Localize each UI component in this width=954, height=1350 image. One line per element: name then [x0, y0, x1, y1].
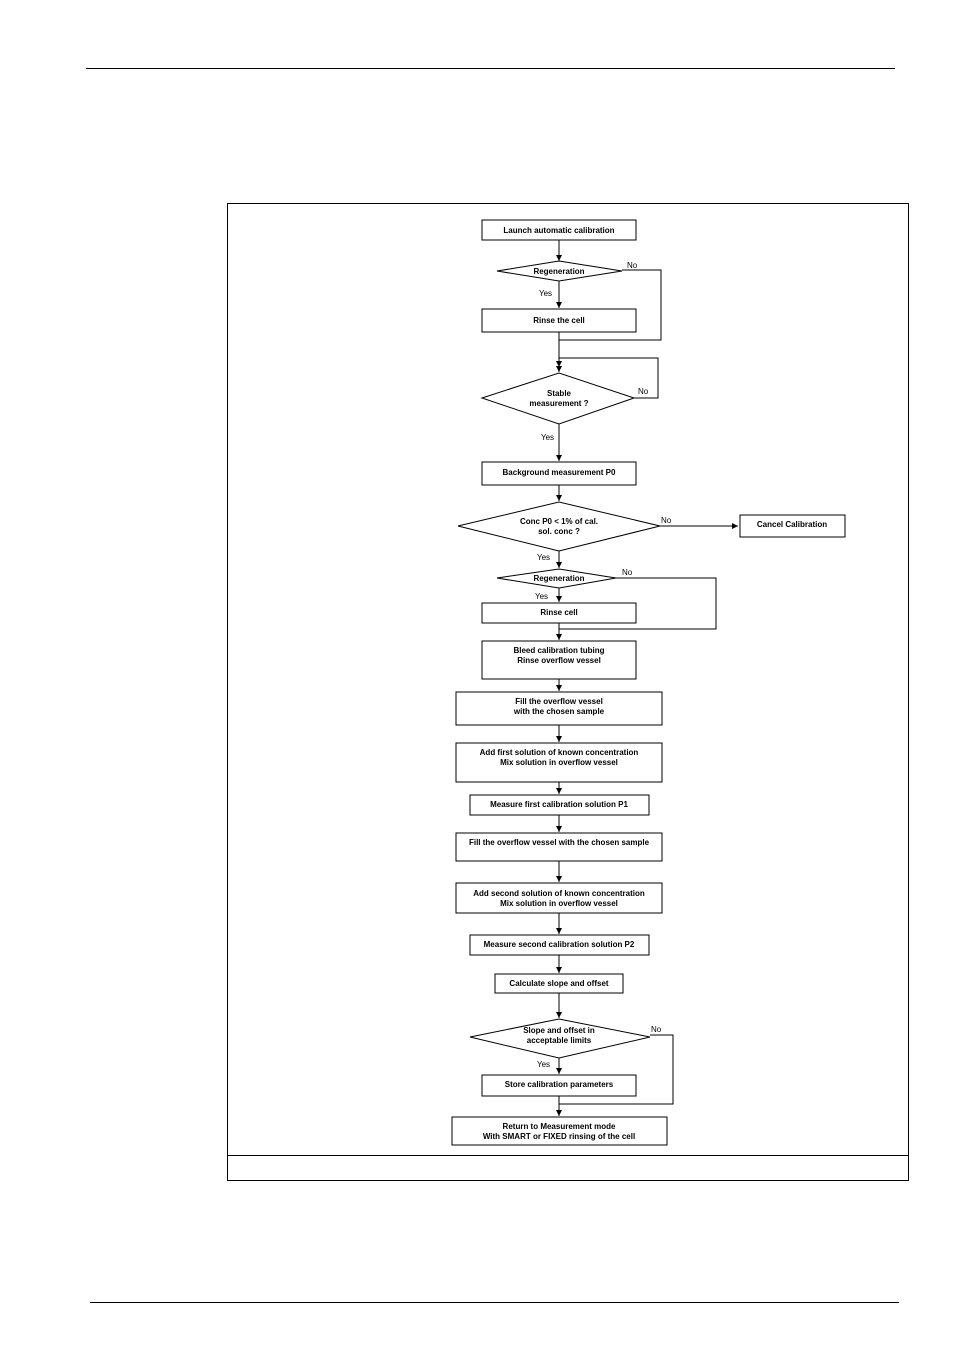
- header-rule: [86, 68, 895, 69]
- decision-regeneration-2-label: Regeneration: [533, 574, 584, 583]
- decision-stable: Stable measurement ?: [480, 372, 636, 425]
- no-label: No: [638, 387, 649, 396]
- node-rinse-the-cell: Rinse the cell: [481, 308, 637, 333]
- decision-regeneration-2: Regeneration: [496, 568, 617, 589]
- footer-rule: [90, 1302, 899, 1303]
- node-add-2-label-2: Mix solution in overflow vessel: [500, 899, 618, 908]
- node-fill-2: Fill the overflow vessel with the chosen…: [455, 832, 663, 862]
- node-bleed: Bleed calibration tubing Rinse overflow …: [481, 640, 637, 680]
- yes-label: Yes: [537, 553, 550, 562]
- figure-frame: [227, 203, 909, 1181]
- decision-stable-label-1: Stable: [547, 389, 572, 398]
- no-label: No: [661, 516, 672, 525]
- node-launch-label: Launch automatic calibration: [503, 226, 614, 235]
- node-return-label-1: Return to Measurement mode: [503, 1122, 616, 1131]
- node-fill-1-label-1: Fill the overflow vessel: [515, 697, 603, 706]
- node-rinse-cell: Rinse cell: [481, 602, 637, 624]
- node-add-1-label-1: Add first solution of known concentratio…: [480, 748, 639, 757]
- node-add-1-label-2: Mix solution in overflow vessel: [500, 758, 618, 767]
- node-fill-1: Fill the overflow vessel with the chosen…: [455, 691, 663, 726]
- decision-conc-label-2: sol. conc ?: [538, 527, 580, 536]
- node-cancel: Cancel Calibration: [739, 514, 846, 538]
- yes-label: Yes: [541, 433, 554, 442]
- node-bleed-label-2: Rinse overflow vessel: [517, 656, 601, 665]
- node-cancel-label: Cancel Calibration: [757, 520, 827, 529]
- yes-label: Yes: [539, 289, 552, 298]
- node-return: Return to Measurement mode With SMART or…: [451, 1116, 668, 1146]
- node-calculate-label: Calculate slope and offset: [509, 979, 608, 988]
- node-return-label-2: With SMART or FIXED rinsing of the cell: [483, 1132, 635, 1141]
- node-background: Background measurement P0: [481, 461, 637, 486]
- decision-slope: Slope and offset in acceptable limits: [469, 1018, 651, 1059]
- node-calculate: Calculate slope and offset: [494, 973, 624, 994]
- decision-slope-label-2: acceptable limits: [527, 1036, 592, 1045]
- yes-label: Yes: [537, 1060, 550, 1069]
- node-measure-1: Measure first calibration solution P1: [469, 794, 650, 816]
- no-label: No: [651, 1025, 662, 1034]
- decision-slope-label-1: Slope and offset in: [523, 1026, 595, 1035]
- node-bleed-label-1: Bleed calibration tubing: [513, 646, 604, 655]
- node-launch: Launch automatic calibration: [481, 219, 637, 241]
- node-rinse-cell-label: Rinse cell: [540, 608, 577, 617]
- node-fill-2-label: Fill the overflow vessel with the chosen…: [469, 838, 650, 847]
- no-label: No: [622, 568, 633, 577]
- yes-label: Yes: [535, 592, 548, 601]
- node-fill-1-label-2: with the chosen sample: [513, 707, 605, 716]
- decision-conc-label-1: Conc P0 < 1% of cal.: [520, 517, 598, 526]
- node-measure-2: Measure second calibration solution P2: [469, 934, 650, 956]
- node-rinse-the-cell-label: Rinse the cell: [533, 316, 585, 325]
- decision-regeneration-1: Regeneration: [496, 260, 623, 282]
- node-store-label: Store calibration parameters: [505, 1080, 614, 1089]
- node-add-2-label-1: Add second solution of known concentrati…: [473, 889, 645, 898]
- decision-regeneration-1-label: Regeneration: [533, 267, 584, 276]
- node-store: Store calibration parameters: [481, 1074, 637, 1097]
- node-measure-1-label: Measure first calibration solution P1: [490, 800, 628, 809]
- decision-stable-label-2: measurement ?: [529, 399, 588, 408]
- node-background-label: Background measurement P0: [503, 468, 616, 477]
- decision-conc: Conc P0 < 1% of cal. sol. conc ?: [457, 501, 661, 552]
- connectors: [556, 240, 738, 1116]
- node-add-2: Add second solution of known concentrati…: [455, 882, 663, 914]
- no-label: No: [627, 261, 638, 270]
- caption-divider: [227, 1155, 909, 1156]
- node-measure-2-label: Measure second calibration solution P2: [484, 940, 635, 949]
- node-add-1: Add first solution of known concentratio…: [455, 742, 663, 783]
